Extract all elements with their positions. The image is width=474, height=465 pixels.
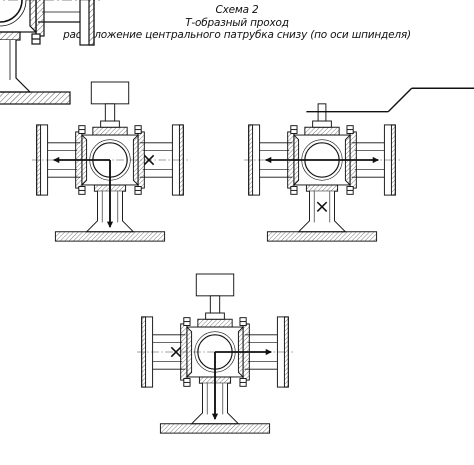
passage-type: Т-образный проход [185,16,289,29]
valve-view-left [31,81,189,242]
blocked-port-mark [143,154,155,166]
valve-view-bottom [136,273,294,434]
port-arrangement: расположение центрального патрубка снизу… [63,29,411,41]
valve-view-right [243,87,474,242]
blocked-port-mark [316,201,328,213]
diagram-title: Схема 2 Т-образный проход расположение ц… [0,4,474,42]
scheme-number: Схема 2 [215,4,259,16]
blocked-port-mark [170,346,182,358]
